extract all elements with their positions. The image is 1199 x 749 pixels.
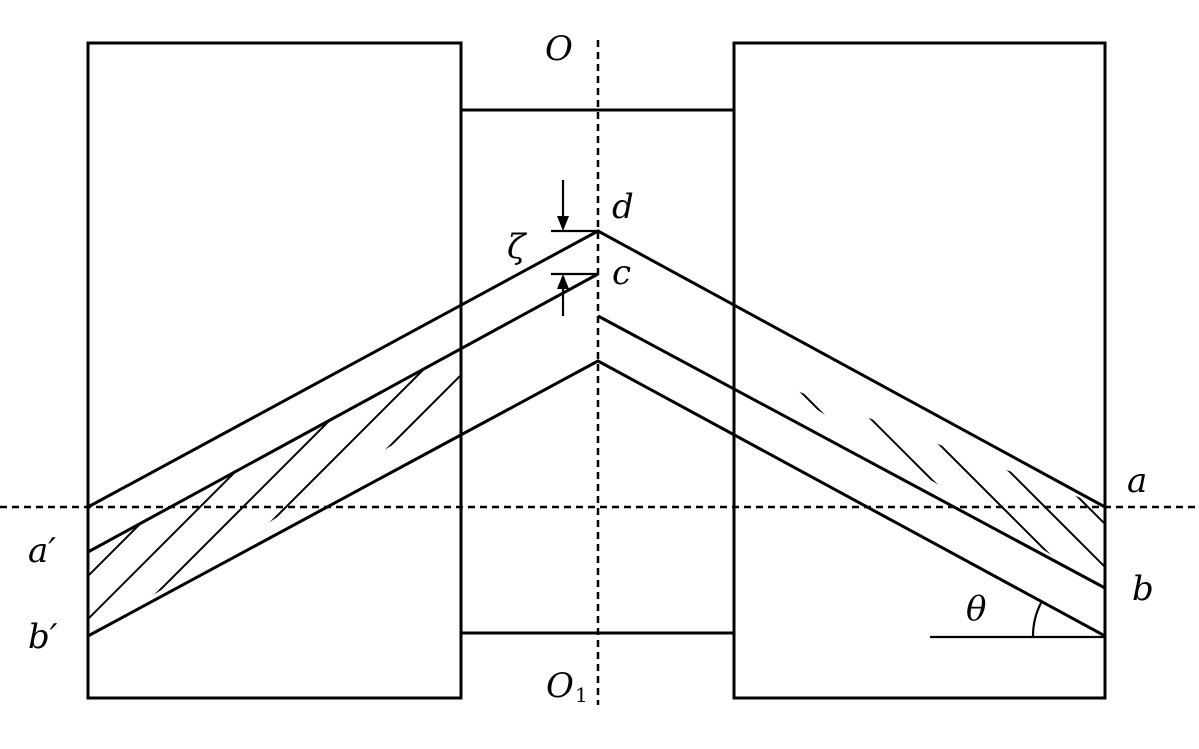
left-hatch-line	[88, 279, 127, 636]
right-hatch-line	[734, 279, 981, 588]
label-a: a	[1127, 461, 1147, 501]
label-O1: O	[546, 666, 574, 706]
left-hatch-line	[88, 279, 385, 636]
left-hatch-line	[393, 279, 461, 636]
chevron-lower-line	[87, 359, 1106, 638]
right-block	[732, 41, 1107, 700]
theta-arc	[1031, 602, 1042, 638]
label-d: d	[612, 187, 634, 227]
left-hatch-region	[88, 279, 461, 636]
label-b: b	[1132, 569, 1154, 609]
label-theta: θ	[966, 589, 986, 629]
chevron-d-line	[87, 229, 1106, 509]
zeta-arrow-bottom-head	[557, 274, 569, 289]
label-O: O	[545, 29, 573, 69]
left-hatch-line	[88, 279, 170, 636]
label-a-prime: a′	[28, 531, 56, 571]
label-b-prime: b′	[28, 617, 58, 657]
label-zeta: ζ	[507, 227, 528, 267]
chevron-c-left-line	[87, 272, 599, 554]
left-hatch-line	[88, 279, 461, 636]
label-c: c	[612, 253, 631, 293]
label-O1-subscript: 1	[575, 683, 588, 707]
zeta-arrow-top-head	[557, 216, 569, 231]
left-hatch-line	[88, 279, 428, 636]
left-hatch-line	[264, 279, 461, 636]
left-hatch-line	[350, 279, 461, 636]
left-hatch-line	[221, 279, 461, 636]
left-hatch-line	[92, 279, 461, 636]
left-block	[86, 41, 463, 700]
left-hatch-line	[307, 279, 461, 636]
chevron-b-right-line	[597, 314, 1106, 590]
